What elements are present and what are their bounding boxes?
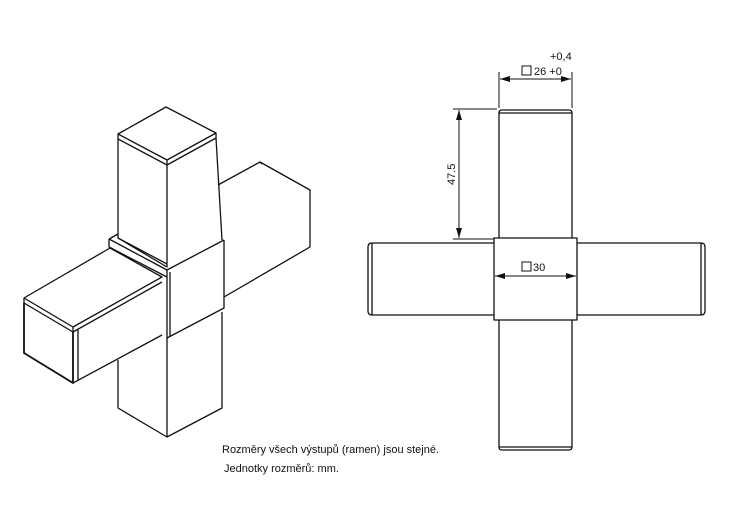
arm-length-label: 47.5 [446,164,458,185]
tube-size-label: 26 +0 [534,66,562,78]
hub-size-label: 30 [533,262,545,274]
tube-tolerance-label: +0,4 [550,51,572,63]
note-units: Jednotky rozměrů: mm. [224,463,339,475]
isometric-view [23,106,311,438]
hub-square [493,237,578,321]
dimension-47-5: 47.5 [446,108,497,240]
left-arm [23,247,163,384]
dimension-30: 30 [495,261,576,279]
right-arm [217,161,311,298]
horizontal-arms [367,242,706,316]
bottom-arm [117,312,223,438]
vertical-arms [498,109,573,451]
dimension-26: 26 +0 +0,4 [498,51,573,108]
note-arms-equal: Rozměry všech výstupů (ramen) jsou stejn… [222,444,440,456]
hub [108,233,225,339]
top-arm [117,106,223,268]
front-view: 26 +0 +0,4 47.5 30 [367,51,706,451]
